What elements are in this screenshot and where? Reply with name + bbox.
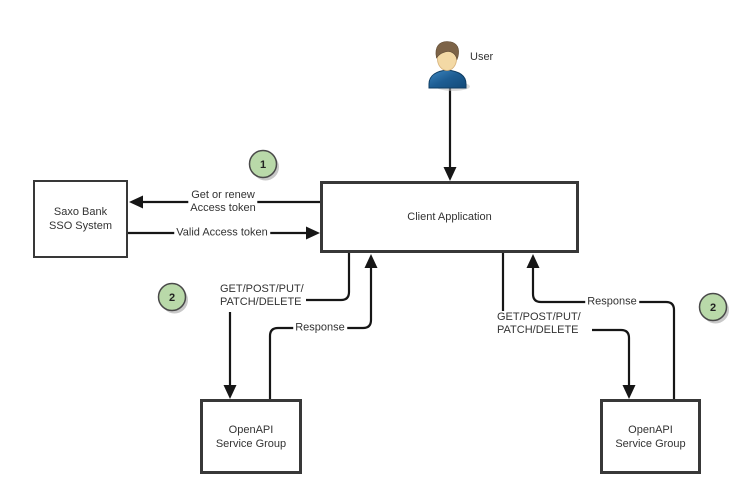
arrowhead-valid-token [306,226,320,240]
node-sso-system-label-line1: Saxo Bank [53,206,108,218]
arrowhead-response-left [364,254,378,268]
edge-label-request-right-line2: PATCH/DELETE [497,324,579,336]
arrowhead-request-right [622,385,636,399]
step-badge-2-right-number: 2 [710,302,716,314]
edge-label-get-renew-line1: Get or renew [191,189,255,201]
node-client-application: Client Application [320,181,579,253]
edge-label-request-left: GET/POST/PUT/ PATCH/DELETE [218,283,306,309]
arrowhead-get-renew [129,195,143,209]
node-openapi-left-label-line2: Service Group [215,437,287,450]
node-sso-system: Saxo Bank SSO System [33,180,128,258]
edge-label-request-left-line2: PATCH/DELETE [220,296,302,308]
step-badge-1-number: 1 [260,159,266,171]
step-badge-2-left-number: 2 [169,292,175,304]
edge-label-response-left: Response [293,321,347,335]
step-badge-1-circle [248,149,278,179]
user-icon [428,41,470,91]
edge-label-request-right-line1: GET/POST/PUT/ [497,311,581,323]
user-label: User [470,51,494,63]
edge-label-get-renew: Get or renew Access token [188,189,258,215]
edge-label-get-renew-line2: Access token [190,202,256,214]
edge-label-response-right: Response [585,295,639,309]
node-openapi-right-label-line2: Service Group [615,437,686,450]
step-badge-2-right: 2 [698,292,729,324]
node-client-application-label: Client Application [407,211,492,223]
arrowhead-user-to-client [443,167,457,181]
node-openapi-left-label-line1: OpenAPI [228,423,274,436]
edge-label-request-right: GET/POST/PUT/ PATCH/DELETE [495,311,583,337]
step-badge-2-left: 2 [157,282,188,314]
edge-request-left-stub [305,253,351,302]
step-badge-2-right-circle [698,292,728,322]
node-sso-system-label-line2: SSO System [49,220,112,232]
arrowhead-request-left [223,385,237,399]
edge-label-request-left-line1: GET/POST/PUT/ [220,283,304,295]
arrowhead-response-right [526,254,540,268]
edge-request-right-arrowline [592,328,631,385]
step-badge-2-left-circle [157,282,187,312]
step-badge-1: 1 [248,149,279,181]
edge-label-valid-token: Valid Access token [174,226,270,240]
node-openapi-service-group-left: OpenAPI Service Group [200,399,302,474]
node-openapi-right-label-line1: OpenAPI [628,423,673,436]
node-openapi-service-group-right: OpenAPI Service Group [600,399,701,474]
